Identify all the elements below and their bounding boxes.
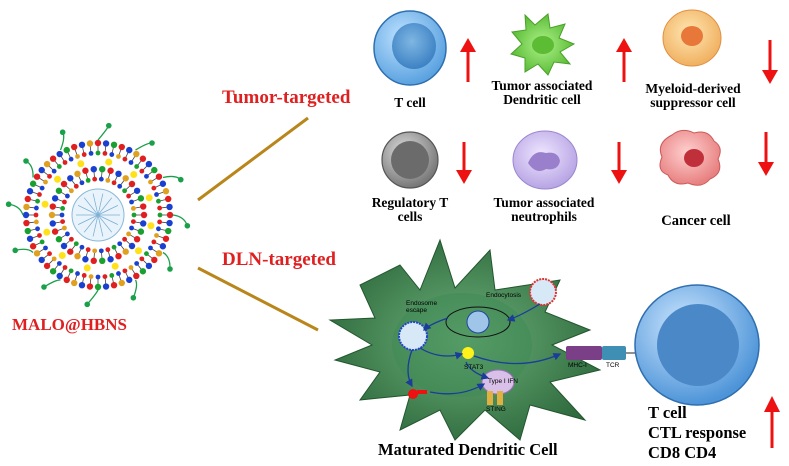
nanoparticle-icon xyxy=(5,122,191,308)
tcr-label: TCR xyxy=(606,362,620,369)
type-i-ifn-label: Type I IFN xyxy=(488,378,518,385)
effector-t-cell-label: T cell CTL response CD8 CD4 xyxy=(648,403,747,462)
signalling-arrows xyxy=(405,303,562,395)
cancer-down-arrow-icon xyxy=(758,132,774,176)
endocytosis-particle-icon xyxy=(529,278,557,306)
endocytosis-label: Endocytosis xyxy=(486,292,522,299)
regulatory-t-cell-icon xyxy=(381,131,439,189)
dc-up-arrow-icon xyxy=(616,38,632,82)
t-cell-icon xyxy=(373,10,447,86)
dln-route-line xyxy=(197,266,319,332)
matured-dendritic-cell-label: Maturated Dendritic Cell xyxy=(378,440,558,459)
type-i-ifn-receptor-icon xyxy=(481,369,515,405)
sting-marker-icon xyxy=(408,389,427,399)
dln-targeted-label: DLN-targeted xyxy=(222,249,336,270)
neutrophil-down-arrow-icon xyxy=(611,142,627,184)
tumor-route-line xyxy=(197,116,309,202)
mhc-i-label: MHC-I xyxy=(568,362,587,369)
t-cell-label: T cell xyxy=(394,95,426,110)
t-cell-response-up-arrow-icon xyxy=(764,396,780,448)
effector-t-cell-icon xyxy=(634,284,760,406)
nanoparticle-label: MALO@HBNS xyxy=(12,315,127,334)
tumor-associated-neutrophil-icon xyxy=(512,130,578,190)
mhc-tcr-synapse-icon xyxy=(566,346,640,360)
tumor-targeted-label: Tumor-targeted xyxy=(222,87,351,108)
mdsc-down-arrow-icon xyxy=(762,40,778,84)
stat3-marker-icon xyxy=(462,347,474,359)
cancer-cell-label: Cancer cell xyxy=(661,213,731,229)
matured-dendritic-cell-icon xyxy=(328,238,602,441)
sting-label: STING xyxy=(486,406,506,413)
t-cell-up-arrow-icon xyxy=(460,38,476,82)
endosome-icon xyxy=(445,306,511,338)
treg-down-arrow-icon xyxy=(456,142,472,184)
myeloid-derived-suppressor-cell-icon xyxy=(662,9,722,67)
released-nanoparticle-icon xyxy=(398,321,428,351)
endosome-escape-label: Endosome escape xyxy=(406,300,438,315)
stat3-label: STAT3 xyxy=(464,364,484,371)
tumor-associated-dendritic-cell-icon xyxy=(509,13,576,76)
cancer-cell-icon xyxy=(659,129,721,186)
